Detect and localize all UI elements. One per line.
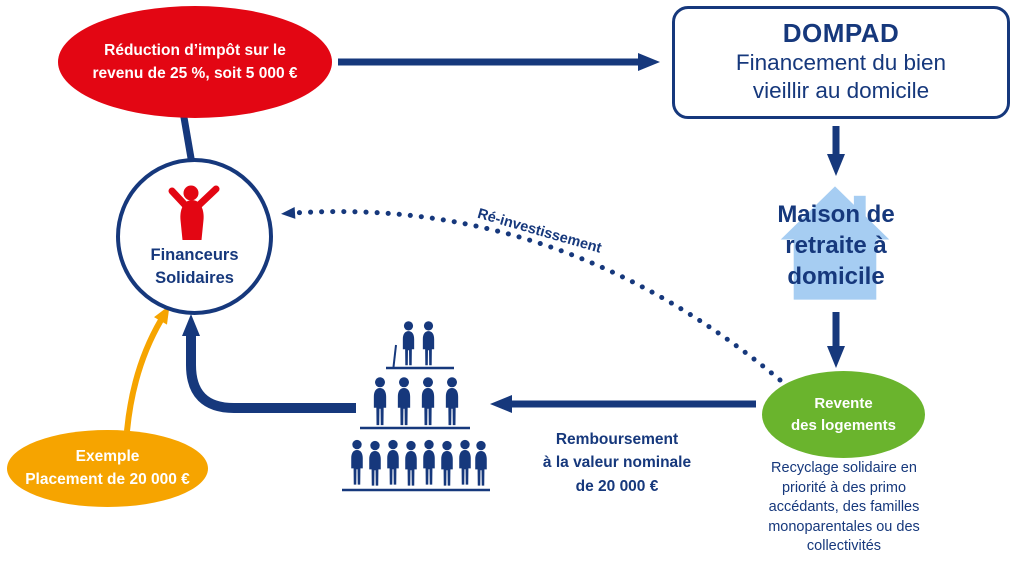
revente-line2: des logements: [790, 416, 897, 434]
dompad-card: DOMPAD Financement du bien vieillir au d…: [672, 6, 1010, 119]
dompad-title: DOMPAD: [782, 18, 900, 49]
maison-line1: Maison de: [777, 201, 895, 228]
revente-line1: Revente: [814, 394, 873, 412]
solidarity-person-icon: [168, 185, 219, 241]
maison-line3: domicile: [787, 263, 885, 291]
cane-icon: [392, 344, 397, 368]
recyclage-line2: priorité à des primo: [781, 479, 907, 496]
dompad-subtitle-line1: Financement du bien: [735, 50, 947, 76]
financeurs-line1: Financeurs: [150, 246, 239, 265]
financeurs-circle: Financeurs Solidaires: [116, 158, 273, 315]
dompad-subtitle-line2: vieillir au domicile: [752, 78, 930, 104]
maison-line2: retraite à: [785, 232, 887, 260]
tax-reduction-line1: Réduction d’impôt sur le: [104, 41, 286, 59]
recyclage-line1: Recyclage solidaire en: [771, 460, 917, 476]
exemple-line2: Placement de 20 000 €: [25, 470, 190, 488]
house-icon: [780, 186, 890, 300]
remboursement-label: Remboursement à la valeur nominale de 20…: [518, 428, 716, 498]
dompad-subtitle: Financement du bien vieillir au domicile: [736, 49, 946, 105]
revente-bubble: Revente des logements: [762, 371, 925, 458]
arrow-exemple-to-financeurs: [124, 305, 170, 432]
financeurs-label: Financeurs Solidaires: [150, 244, 238, 289]
arrow-people-to-financeurs: [182, 314, 356, 413]
people-pyramid-icon: [342, 321, 490, 492]
recyclage-caption: Recyclage solidaire en priorité à des pr…: [730, 459, 958, 557]
recyclage-line4: monoparentales ou des: [768, 518, 920, 535]
remboursement-line3: de 20 000 €: [575, 477, 659, 495]
exemple-bubble: Exemple Placement de 20 000 €: [7, 430, 208, 507]
tax-reduction-line2: revenu de 25 %, soit 5 000 €: [92, 65, 298, 82]
financeurs-line2: Solidaires: [155, 268, 234, 287]
remboursement-line2: à la valeur nominale: [542, 454, 692, 472]
exemple-line1: Exemple: [75, 448, 140, 466]
recyclage-line5: collectivités: [806, 538, 882, 555]
reinvestment-label: Ré-investissement: [475, 206, 604, 257]
tax-reduction-bubble: Réduction d’impôt sur le revenu de 25 %,…: [58, 6, 332, 118]
maison-label: Maison de retraite à domicile: [756, 199, 916, 293]
remboursement-line1: Remboursement: [555, 431, 679, 448]
recyclage-line3: accédants, des familles: [768, 499, 920, 516]
